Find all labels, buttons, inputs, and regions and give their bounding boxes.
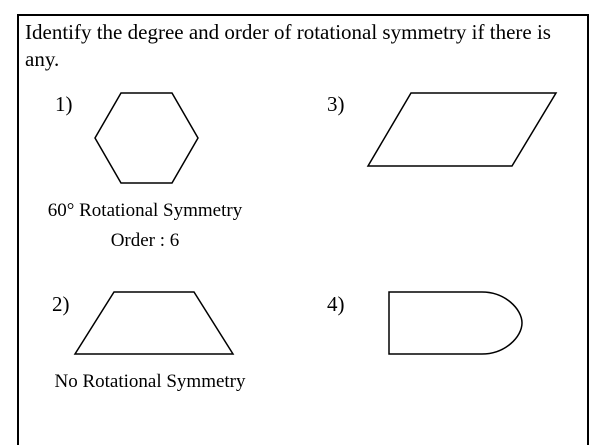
problem-1-answer-degree: 60° Rotational Symmetry (47, 200, 243, 221)
problem-2-answer-degree: No Rotational Symmetry (54, 371, 246, 392)
problem-2-label: 2) (52, 292, 70, 316)
instruction-text: Identify the degree and order of rotatio… (25, 20, 551, 71)
problem-1-label: 1) (55, 92, 73, 116)
problem-3-label: 3) (327, 92, 345, 116)
problem-4-label: 4) (327, 292, 345, 316)
problem-1-answer-order: Order : 6 (110, 230, 180, 251)
worksheet-border (17, 14, 589, 445)
